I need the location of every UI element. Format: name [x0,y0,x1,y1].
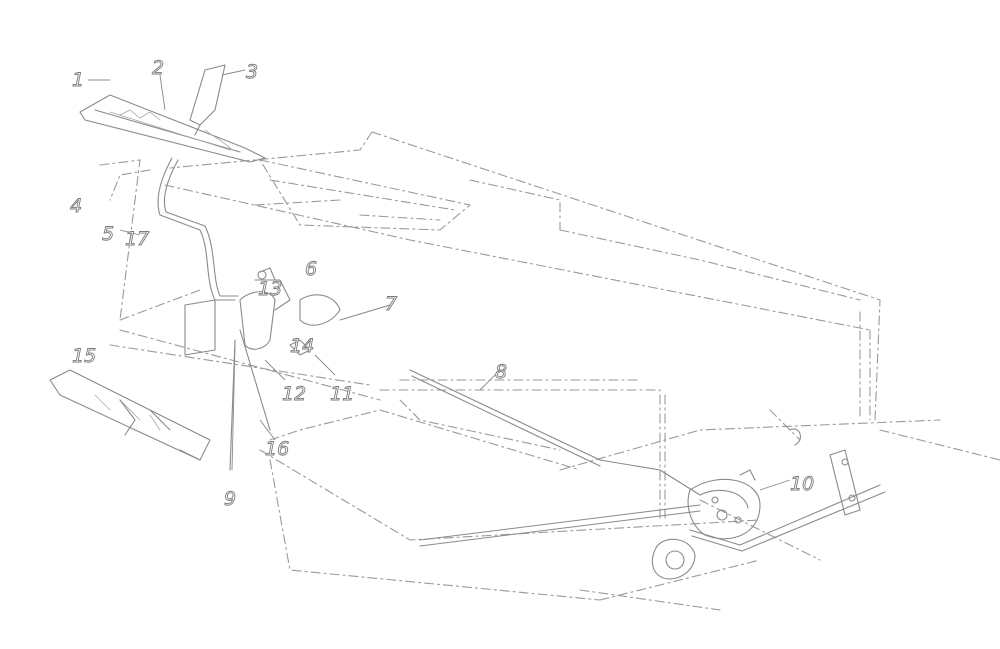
callout-17: 17 [125,228,149,250]
equalizer-bracket [184,267,391,471]
callout-12: 12 [282,383,306,405]
callout-5: 5 [102,223,114,245]
handbrake-lever [79,64,266,163]
callout-4: 4 [70,195,82,217]
callout-10: 10 [790,473,814,495]
callout-8: 8 [495,361,507,383]
rear-brake-assembly [651,428,886,580]
callouts: 1 2 3 4 5 6 7 8 9 10 11 12 13 14 15 16 1… [70,57,815,511]
callout-2: 2 [152,57,164,79]
vehicle-body-outline [99,131,1000,611]
brake-cable-rear [409,369,701,547]
callout-9: 9 [224,488,236,510]
brake-cable-front [157,157,239,301]
callout-15: 15 [72,345,96,367]
callout-11: 11 [330,383,354,405]
callout-1: 1 [72,69,84,91]
callout-3: 3 [246,61,258,83]
callout-16: 16 [265,438,289,460]
callout-7: 7 [385,293,397,315]
callout-6: 6 [305,258,317,280]
callout-13: 13 [258,278,282,300]
callout-14: 14 [290,335,314,357]
cross-member-left [49,369,211,461]
